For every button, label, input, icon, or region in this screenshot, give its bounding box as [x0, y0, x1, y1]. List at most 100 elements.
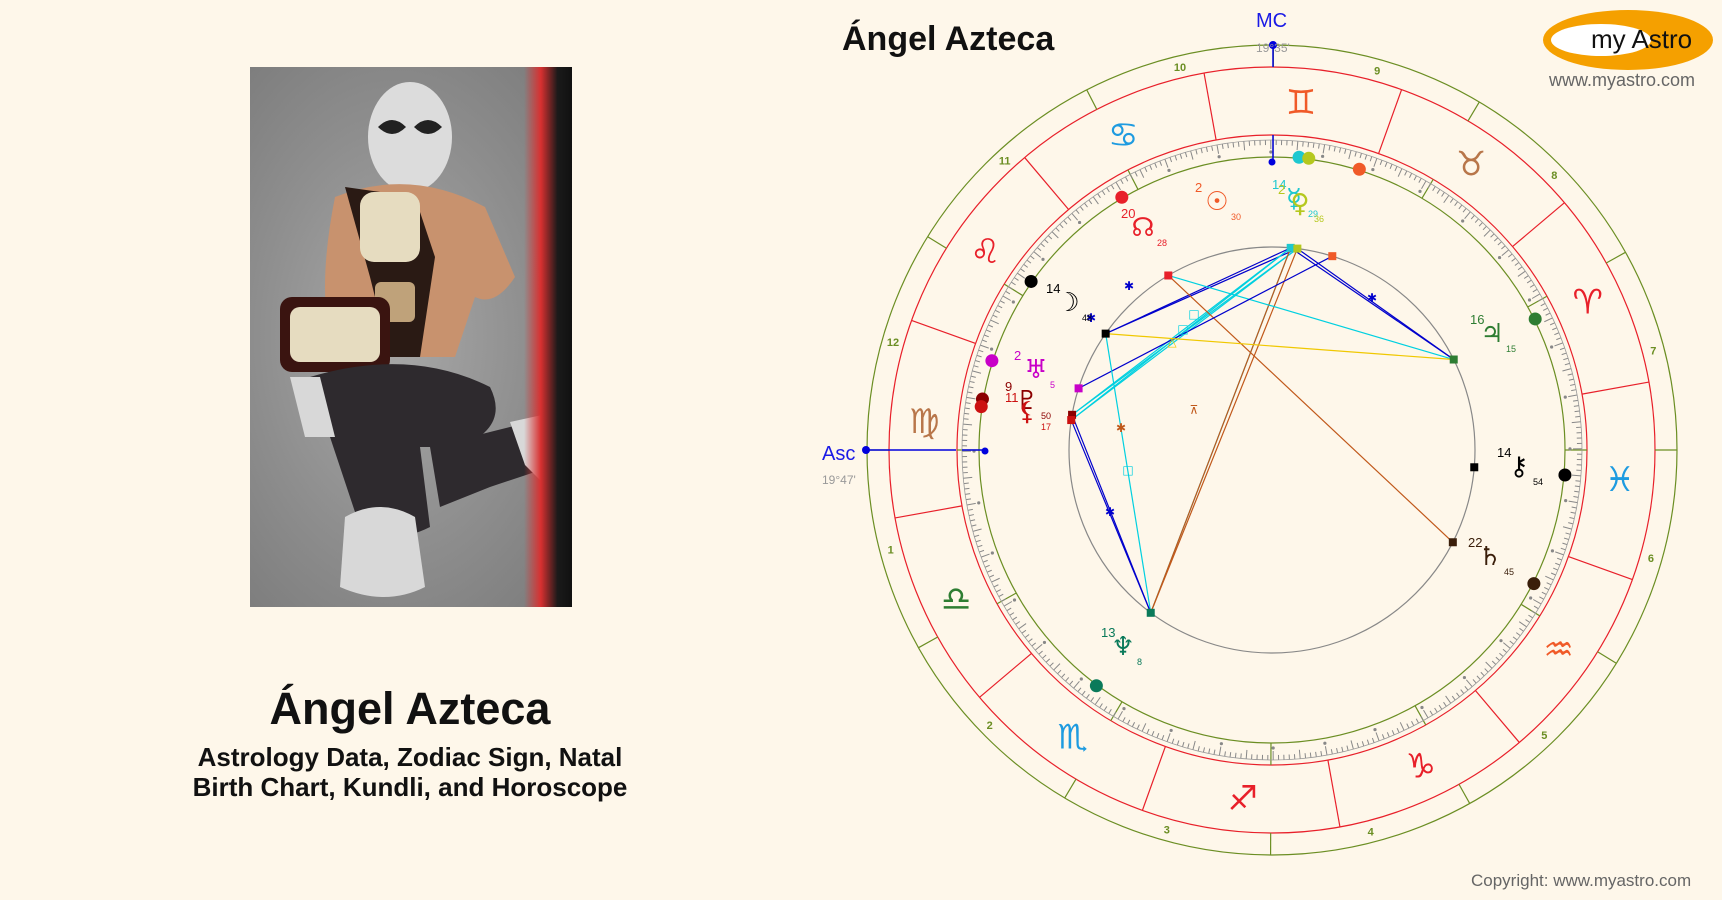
uranus-outer-marker — [985, 354, 999, 368]
house-number-1: 1 — [888, 544, 894, 556]
neptune-degree: 13 — [1101, 625, 1115, 640]
mercury-outer-marker — [1292, 150, 1306, 164]
uranus-degree: 2 — [1014, 348, 1021, 363]
aspect-line — [1070, 419, 1152, 614]
asc-degree: 19°47' — [822, 473, 856, 487]
mercury-inner-marker — [1286, 243, 1295, 252]
mc-label: MC — [1256, 10, 1287, 32]
aspect-symbol: ✱ — [1116, 421, 1126, 435]
house-number-7: 7 — [1650, 346, 1656, 358]
sign-scorpio-icon: ♏︎ — [1058, 718, 1088, 758]
sign-aries-icon: ♈︎ — [1572, 282, 1602, 322]
aspect-symbol: □ — [1188, 307, 1199, 321]
north-node-inner-marker — [1164, 271, 1173, 280]
sun-degree: 2 — [1195, 180, 1202, 195]
north-node-outer-marker — [1115, 190, 1129, 204]
north-node-icon: ☊ — [1131, 213, 1154, 243]
moon-outer-marker — [1024, 274, 1038, 288]
sun-inner-marker — [1328, 252, 1337, 261]
aspect-line — [1078, 255, 1333, 389]
uranus-minutes: 5 — [1050, 380, 1055, 390]
uranus-inner-marker — [1074, 384, 1083, 393]
aspect-symbol: ⊼ — [1190, 403, 1199, 417]
sign-cancer-icon: ♋︎ — [1108, 115, 1138, 155]
pluto-degree: 9 — [1005, 379, 1012, 394]
subtitle-line-2: Birth Chart, Kundli, and Horoscope — [192, 772, 628, 802]
aspect-line — [1150, 248, 1298, 614]
house-number-4: 4 — [1368, 826, 1375, 838]
aspect-symbol: △ — [1167, 335, 1177, 349]
aspect-symbol: ✱ — [1105, 505, 1115, 519]
copyright: Copyright: www.myastro.com — [1471, 871, 1692, 890]
moon-icon: ☽ — [1056, 288, 1079, 318]
sign-capricorn-icon: ♑︎ — [1405, 747, 1435, 787]
degree-ticks — [961, 139, 1583, 761]
page-subtitle: Astrology Data, Zodiac Sign, Natal Birth… — [0, 742, 820, 802]
venus-minutes: 36 — [1314, 214, 1324, 224]
aspect-line — [1150, 247, 1292, 614]
chiron-outer-marker — [1558, 468, 1572, 482]
moon-minutes: 48 — [1082, 313, 1092, 323]
aspect-line — [1105, 333, 1454, 361]
person-name: Ángel Azteca — [269, 683, 551, 734]
house-number-8: 8 — [1551, 170, 1557, 182]
logo-inner-oval — [1551, 24, 1651, 56]
neptune-outer-marker — [1089, 679, 1103, 693]
aspect-line — [1167, 275, 1454, 543]
chiron-minutes: 54 — [1533, 477, 1543, 487]
chart-rings — [866, 44, 1678, 856]
myastro-logo[interactable]: my Astro — [1543, 10, 1713, 70]
jupiter-icon: ♃ — [1480, 319, 1503, 349]
aspect-symbol: ✱ — [1086, 311, 1096, 325]
north-node-minutes: 28 — [1157, 238, 1167, 248]
chart-title: Ángel Azteca — [842, 20, 1055, 58]
aspect-symbol: ✱ — [1367, 291, 1377, 305]
house-number-10: 10 — [1174, 62, 1186, 74]
pluto-inner-marker — [1068, 410, 1077, 419]
subtitle-line-1: Astrology Data, Zodiac Sign, Natal — [197, 742, 623, 772]
moon-inner-marker — [1101, 329, 1110, 338]
neptune-icon: ♆ — [1111, 632, 1134, 662]
photo-red-edge — [524, 67, 572, 607]
saturn-outer-marker — [1527, 577, 1541, 591]
chiron-inner-marker — [1470, 463, 1479, 472]
pluto-minutes: 50 — [1041, 411, 1051, 421]
neptune-minutes: 8 — [1137, 657, 1142, 667]
sign-aquarius-icon: ♒︎ — [1543, 630, 1573, 670]
house-number-2: 2 — [987, 720, 993, 732]
chiron-degree: 14 — [1497, 445, 1511, 460]
lilith-outer-marker — [974, 400, 988, 414]
chiron-icon: ⚷ — [1509, 452, 1528, 482]
saturn-inner-marker — [1448, 538, 1457, 547]
neptune-inner-marker — [1146, 608, 1155, 617]
profile-photo — [250, 67, 572, 607]
saturn-degree: 22 — [1468, 535, 1482, 550]
house-number-11: 11 — [999, 156, 1011, 168]
aspect-line — [1105, 248, 1298, 335]
saturn-icon: ♄ — [1478, 542, 1501, 572]
venus-icon: ♀ — [1290, 189, 1309, 219]
sign-libra-icon: ♎︎ — [941, 580, 971, 620]
aspect-symbol: □ — [1177, 322, 1188, 336]
aspect-line — [1071, 247, 1292, 416]
lilith-inner-marker — [1067, 416, 1076, 425]
logo-text: my Astro — [1591, 24, 1693, 54]
aspect-lines: □△⊼✱✱✱✱✱□□ — [1070, 247, 1455, 614]
planet-markers: ☉230☽1448☿1429♀236☊2028♅25♇950⚸1117♆138♃… — [974, 150, 1572, 693]
aspect-line — [1297, 248, 1455, 361]
moon-degree: 14 — [1046, 281, 1060, 296]
mercury-icon: ☿ — [1286, 184, 1302, 214]
jupiter-minutes: 15 — [1506, 344, 1516, 354]
jupiter-inner-marker — [1449, 355, 1458, 364]
aspect-line — [1070, 248, 1298, 421]
aspect-symbol: ✱ — [1124, 279, 1134, 293]
site-url[interactable]: www.myastro.com — [1549, 70, 1696, 90]
sun-outer-marker — [1352, 162, 1366, 176]
house-number-3: 3 — [1164, 825, 1170, 837]
sign-leo-icon: ♌︎ — [970, 232, 1000, 272]
venus-degree: 2 — [1278, 182, 1285, 197]
aspect-line — [1070, 247, 1292, 421]
house-number-5: 5 — [1541, 730, 1547, 742]
